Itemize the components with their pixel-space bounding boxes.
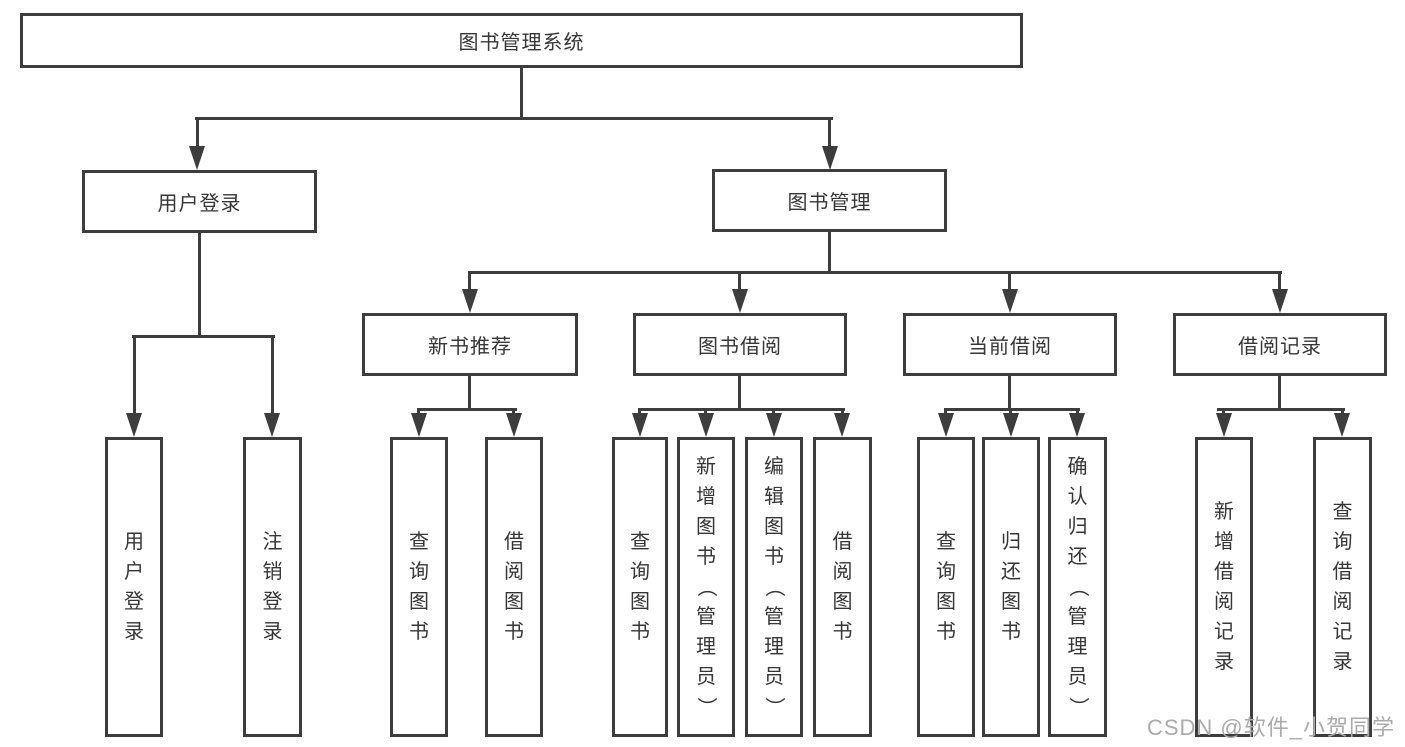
connector-arrowhead [126,413,142,437]
connector-arrowhead [1272,289,1288,313]
leaf-add-book-admin: 新增图书（管理员） [677,437,735,737]
connector-stub [738,376,741,410]
connector-rail [638,408,845,411]
connector-arrowhead [506,413,522,437]
connector-arrowhead [264,413,280,437]
connector-stem [417,408,420,416]
leaf-confirm-return-admin: 确认归还（管理员） [1048,437,1107,737]
node-root: 图书管理系统 [20,13,1023,68]
connector-arrowhead [1216,413,1232,437]
connector-arrowhead [766,413,782,437]
leaf-user-login: 用户登录 [105,437,163,737]
connector-stem [1222,408,1225,416]
leaf-edit-book-admin: 编辑图书（管理员） [745,437,803,737]
connector-stem [271,335,274,413]
connector-arrowhead [834,413,850,437]
node-current-borrowing: 当前借阅 [903,313,1117,376]
leaf-query-books-borrowing: 查询图书 [612,437,668,737]
leaf-add-borrow-record: 新增借阅记录 [1195,437,1253,737]
node-borrowing-records: 借阅记录 [1173,313,1387,376]
connector-stem [1341,408,1344,416]
connector-stem [638,408,641,416]
node-book-borrowing: 图书借阅 [633,313,847,376]
connector-login-stub [198,233,201,336]
connector-stem [738,271,741,291]
connector-arrowhead [1003,413,1019,437]
connector-mgmt-stub [828,232,831,273]
connector-stem [704,408,707,416]
connector-arrowhead [462,289,478,313]
connector-arrowhead [1002,289,1018,313]
connector-stem [1009,408,1012,416]
node-user-login: 用户登录 [82,170,317,233]
connector-stem [512,408,515,416]
leaf-query-books-recommend: 查询图书 [390,437,448,737]
connector-rail [1217,408,1345,411]
connector-arrowhead [1069,413,1085,437]
connector-stem [841,408,844,416]
connector-stem [1008,271,1011,291]
connector-stub [1008,376,1011,410]
watermark: CSDN @软件_小贺同学 [1146,715,1395,740]
connector-stem [1278,271,1281,291]
connector-stem [133,335,136,413]
connector-stub [1278,376,1281,410]
connector-stem [828,117,831,149]
connector-login-rail [132,335,275,338]
connector-level1-rail [195,117,833,120]
connector-rail [944,408,1080,411]
connector-rail [417,408,517,411]
connector-arrowhead [632,413,648,437]
leaf-return-book: 归还图书 [982,437,1040,737]
leaf-borrow-books-borrowing: 借阅图书 [813,437,872,737]
leaf-query-borrow-record: 查询借阅记录 [1313,437,1372,737]
connector-arrowhead [411,413,427,437]
connector-stem [468,271,471,291]
connector-arrowhead [732,289,748,313]
leaf-logout: 注销登录 [243,437,302,737]
leaf-borrow-books-recommend: 借阅图书 [485,437,543,737]
connector-stem [196,117,199,149]
connector-stem [1076,408,1079,416]
node-new-book-recommendation: 新书推荐 [362,313,578,376]
connector-stub [468,376,471,410]
leaf-query-books-current: 查询图书 [917,437,975,737]
connector-arrowhead [1334,413,1350,437]
connector-arrowhead [698,413,714,437]
connector-arrowhead [822,146,838,170]
connector-stem [944,408,947,416]
node-book-management: 图书管理 [712,169,947,232]
connector-arrowhead [938,413,954,437]
connector-root-stub [520,67,523,117]
connector-stem [772,408,775,416]
connector-level2-rail [468,271,1282,274]
connector-arrowhead [189,146,205,170]
